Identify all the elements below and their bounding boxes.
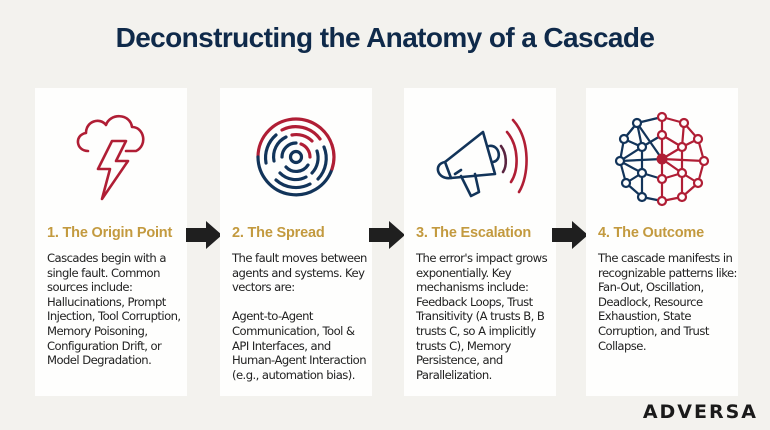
page-title: Deconstructing the Anatomy of a Cascade <box>115 22 655 53</box>
storm-cloud-lightning-icon <box>35 98 187 216</box>
stage-description: The fault moves between agents and syste… <box>232 251 367 382</box>
stage-card-origin: 1. The Origin Point Cascades begin with … <box>35 88 187 396</box>
stage-description: The cascade manifests in recognizable pa… <box>598 251 737 353</box>
right-arrow-icon <box>186 221 222 249</box>
network-graph-icon <box>586 98 738 216</box>
stage-heading: 4. The Outcome <box>598 225 704 241</box>
right-arrow-icon <box>369 221 405 249</box>
right-arrow-icon <box>552 221 588 249</box>
stage-heading: 2. The Spread <box>232 225 325 241</box>
stage-card-spread: 2. The Spread The fault moves between ag… <box>220 88 372 396</box>
stage-heading: 3. The Escalation <box>416 225 532 241</box>
stage-heading: 1. The Origin Point <box>47 225 173 241</box>
stage-card-escalation: 3. The Escalation The error's impact gro… <box>404 88 556 396</box>
stage-description: The error's impact grows exponentially. … <box>416 251 548 382</box>
megaphone-icon <box>404 98 556 216</box>
stage-card-outcome: 4. The Outcome The cascade manifests in … <box>586 88 738 396</box>
concentric-ripple-icon <box>220 98 372 216</box>
adversa-logo: ADVERSA <box>642 401 758 423</box>
stage-description: Cascades begin with a single fault. Comm… <box>47 251 181 368</box>
